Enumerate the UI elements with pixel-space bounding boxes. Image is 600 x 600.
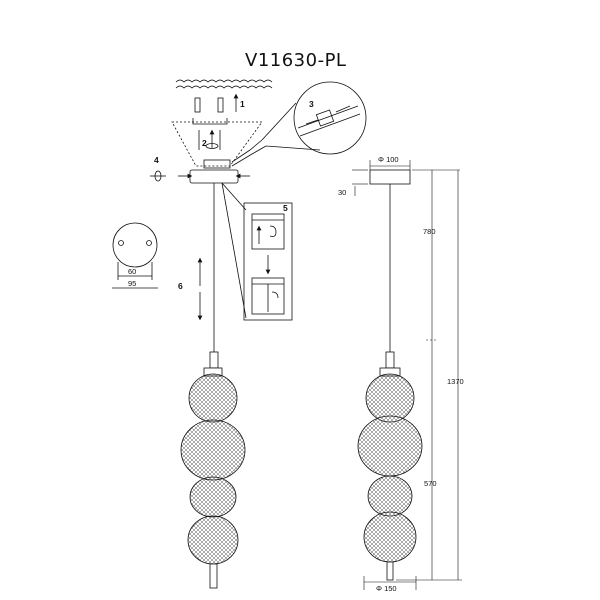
step-6-label: 6	[178, 281, 183, 291]
right-pendant-body	[357, 169, 423, 581]
canopy-height-label: 30	[338, 188, 346, 197]
terminal-detail	[261, 81, 367, 155]
canopy-plate-top-view	[112, 222, 158, 289]
hole-spacing-dim: 60	[128, 267, 136, 276]
step-5-label: 5	[283, 203, 288, 213]
step-1-label: 1	[240, 99, 245, 109]
canopy-diameter-label: Φ 100	[378, 155, 399, 164]
canopy-diameter-dim: 95	[128, 279, 136, 288]
height-adjust-detail	[221, 182, 293, 321]
body-height-label: 570	[424, 479, 437, 488]
cable-length-label: 780	[423, 227, 436, 236]
step-3-label: 3	[309, 99, 314, 109]
step-4-label: 4	[154, 155, 159, 165]
body-diameter-label: Φ 150	[376, 584, 397, 593]
ceiling-mount-exploded	[150, 79, 273, 352]
left-pendant-body	[180, 351, 246, 589]
model-title: V11630-PL	[245, 50, 346, 71]
dimension-lines	[352, 160, 462, 590]
total-height-label: 1370	[447, 377, 464, 386]
step-2-label: 2	[202, 138, 207, 148]
